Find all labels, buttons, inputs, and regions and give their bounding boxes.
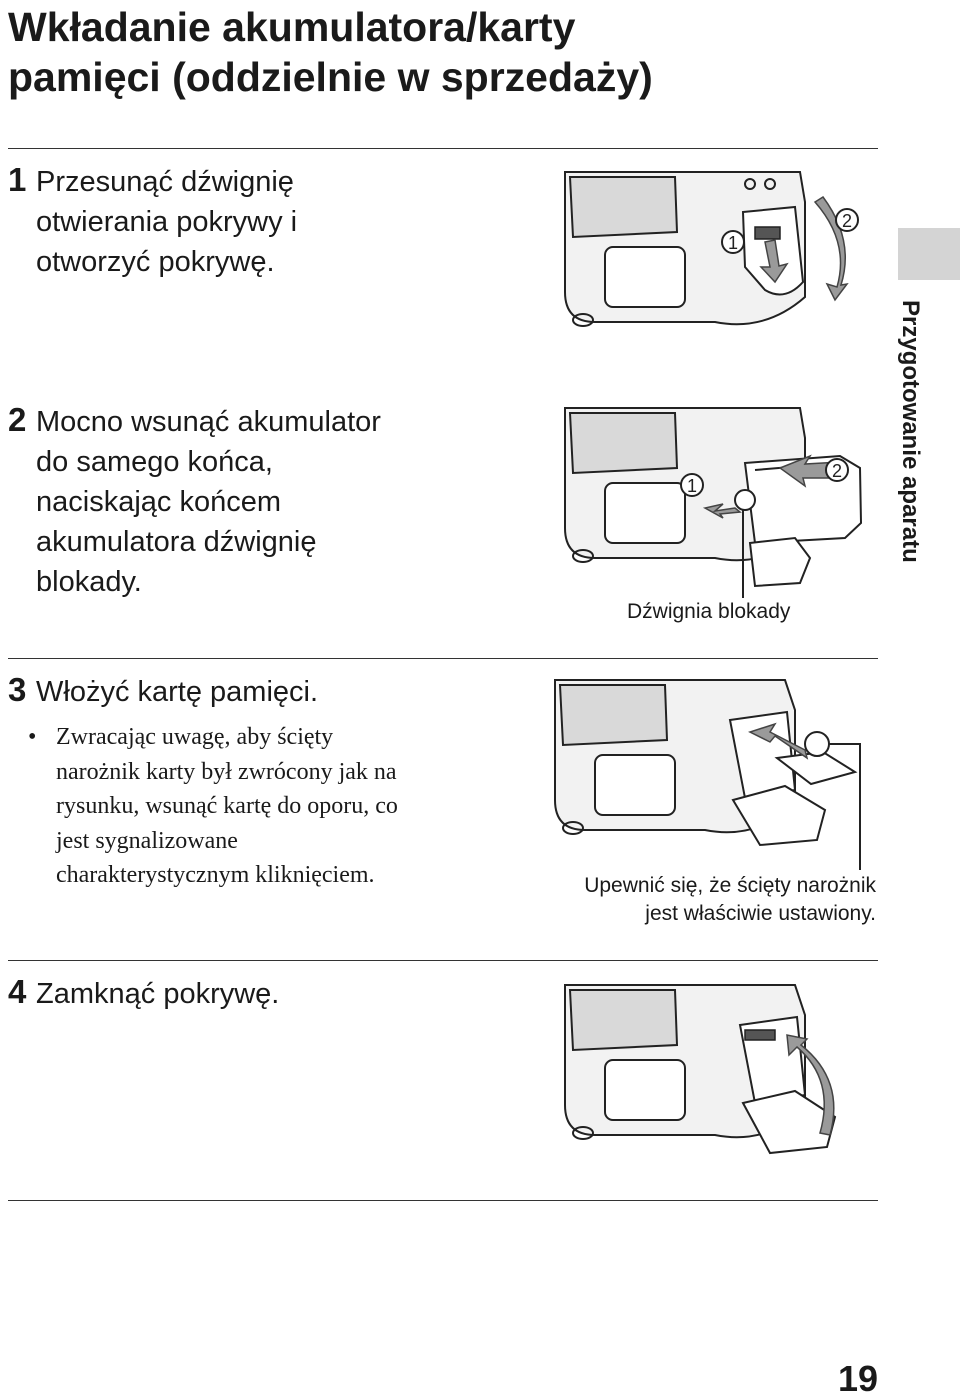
figure-caption-card-corner: Upewnić się, że ścięty narożnik jest wła… (520, 872, 876, 928)
step-marker-1-label: 1 (687, 476, 697, 496)
step-text-line: do samego końca, (36, 446, 273, 478)
note-line: charakterystycznym kliknięciem. (56, 862, 375, 888)
note-line: rysunku, wsunąć kartę do oporu, co (56, 793, 398, 819)
page-title: Wkładanie akumulatora/karty pamięci (odd… (8, 2, 868, 102)
step-text-line: Zamknąć pokrywę. (36, 978, 280, 1010)
step-number: 1 (8, 161, 27, 198)
note-line: Zwracając uwagę, aby ścięty (56, 724, 334, 750)
step-text-line: akumulatora dźwignię (36, 526, 317, 558)
step-marker-2 (825, 458, 849, 482)
divider (8, 148, 878, 149)
step-text-line: Włożyć kartę pamięci. (36, 676, 319, 708)
divider (8, 658, 878, 659)
step-marker-1 (721, 230, 745, 254)
side-tab-marker (898, 228, 960, 280)
step-text-line: otworzyć pokrywę. (36, 246, 275, 278)
figure-close-cover (564, 984, 837, 1155)
page-number: 19 (837, 1358, 878, 1399)
step-marker-1 (680, 473, 704, 497)
figure-open-cover: 1 2 (564, 171, 859, 327)
note-line: narożnik karty był zwrócony jak na (56, 758, 397, 785)
step-text-line: Przesunąć dźwignię (36, 166, 294, 198)
bullet-dot: • (28, 724, 37, 750)
step-marker-2-label: 2 (832, 461, 842, 481)
figure-caption-lock-lever: Dźwignia blokady (627, 600, 791, 623)
divider (8, 1200, 878, 1201)
step-number: 3 (8, 671, 27, 708)
step-3-note: • Zwracając uwagę, aby ścięty narożnik k… (28, 720, 498, 893)
step-2: 2 Mocno wsunąć akumulator do samego końca… (8, 400, 528, 602)
step-marker-1-label: 1 (728, 233, 738, 253)
caption-line: Upewnić się, że ścięty narożnik (584, 874, 876, 897)
page-title-line-1: Wkładanie akumulatora/karty (8, 4, 576, 50)
step-text-line: Mocno wsunąć akumulator (36, 406, 381, 438)
step-1: 1 Przesunąć dźwignię otwierania pokrywy i… (8, 160, 528, 282)
step-number: 4 (8, 973, 27, 1010)
divider (8, 960, 878, 961)
side-tab-label: Przygotowanie aparatu (897, 300, 924, 563)
figure-insert-battery: 1 2 (564, 407, 863, 598)
step-marker-2 (835, 208, 859, 232)
step-4: 4 Zamknąć pokrywę. (8, 972, 528, 1014)
step-3: 3 Włożyć kartę pamięci. (8, 670, 528, 712)
page-title-line-2: pamięci (oddzielnie w sprzedaży) (8, 54, 653, 100)
step-text-line: otwierania pokrywy i (36, 206, 298, 238)
step-number: 2 (8, 401, 27, 438)
step-text-line: blokady. (36, 566, 142, 598)
figure-insert-card (554, 679, 861, 870)
caption-line: jest właściwie ustawiony. (645, 902, 876, 925)
note-line: jest sygnalizowane (56, 827, 238, 854)
step-marker-2-label: 2 (842, 211, 852, 231)
step-text-line: naciskając końcem (36, 486, 281, 518)
